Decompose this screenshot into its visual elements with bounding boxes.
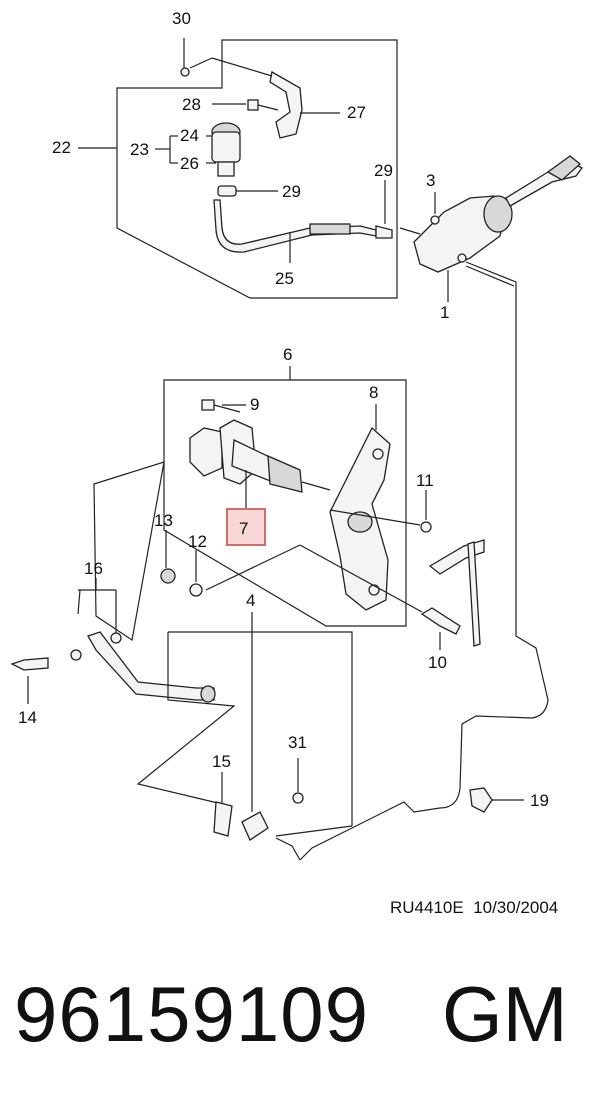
slave-cylinder-body-part xyxy=(189,427,223,477)
callout-31: 31 xyxy=(288,733,307,752)
callout-16: 16 xyxy=(84,559,103,578)
brand-name: GM xyxy=(442,970,568,1058)
hose-part xyxy=(213,199,377,253)
clamp-part xyxy=(217,185,237,197)
nut-part xyxy=(180,67,190,77)
washer-part-12 xyxy=(189,583,203,597)
bolt-part-14 xyxy=(10,657,49,671)
callout-8: 8 xyxy=(369,383,378,402)
callout-26: 26 xyxy=(180,154,199,173)
reservoir-part xyxy=(211,131,241,163)
hydraulic-pipe xyxy=(299,261,549,861)
bolt-part xyxy=(247,99,259,111)
callout-28: 28 xyxy=(182,95,201,114)
bolt-part-9 xyxy=(201,399,215,411)
callout-9: 9 xyxy=(250,395,259,414)
nut-part-13 xyxy=(160,568,176,584)
group-outline-6 xyxy=(163,379,407,627)
callout-6: 6 xyxy=(283,345,292,364)
clip-part-19 xyxy=(469,787,493,813)
callout-27: 27 xyxy=(347,103,366,122)
reservoir-outlet-part xyxy=(217,161,235,177)
boot-part xyxy=(267,454,303,493)
clevis-part xyxy=(546,155,582,181)
callout-11: 11 xyxy=(416,471,434,490)
callout-12: 12 xyxy=(188,532,207,551)
part-number: 96159109 xyxy=(14,970,370,1058)
callout-19: 19 xyxy=(530,791,549,810)
document-code: RU4410E 10/30/2004 xyxy=(390,898,559,917)
callout-1: 1 xyxy=(440,303,449,322)
group-outline-22 xyxy=(116,39,398,299)
callout-29a: 29 xyxy=(282,182,301,201)
support-rod-part xyxy=(467,541,481,647)
highlight-box xyxy=(226,508,266,546)
nut-part-31 xyxy=(292,792,304,804)
clamp-part-2 xyxy=(375,225,393,239)
callout-7: 7 xyxy=(239,519,248,538)
callout-25: 25 xyxy=(275,269,294,288)
clip-part-15 xyxy=(213,801,233,837)
hose-sleeve-part xyxy=(309,223,351,235)
bracket-part xyxy=(269,70,303,139)
callout-24: 24 xyxy=(180,126,199,145)
nut-part-3 xyxy=(430,215,440,225)
callout-10: 10 xyxy=(428,653,447,672)
nut-part-11 xyxy=(420,521,432,533)
callout-23: 23 xyxy=(130,140,149,159)
callout-13: 13 xyxy=(154,511,173,530)
callout-3: 3 xyxy=(426,171,435,190)
callout-22: 22 xyxy=(52,138,71,157)
callout-15: 15 xyxy=(212,752,231,771)
callout-14: 14 xyxy=(18,708,37,727)
bolt-part-10 xyxy=(420,607,461,635)
bracket-part-4 xyxy=(241,811,269,841)
master-cylinder-flange-part xyxy=(483,195,513,233)
callout-30: 30 xyxy=(172,9,191,28)
clutch-hose-part xyxy=(87,631,215,701)
callout-4: 4 xyxy=(246,591,255,610)
parts-diagram: 30 28 27 22 23 24 26 29 29 3 25 1 6 8 9 … xyxy=(10,9,583,861)
callout-29b: 29 xyxy=(374,161,393,180)
group-outline-16 xyxy=(93,461,165,642)
